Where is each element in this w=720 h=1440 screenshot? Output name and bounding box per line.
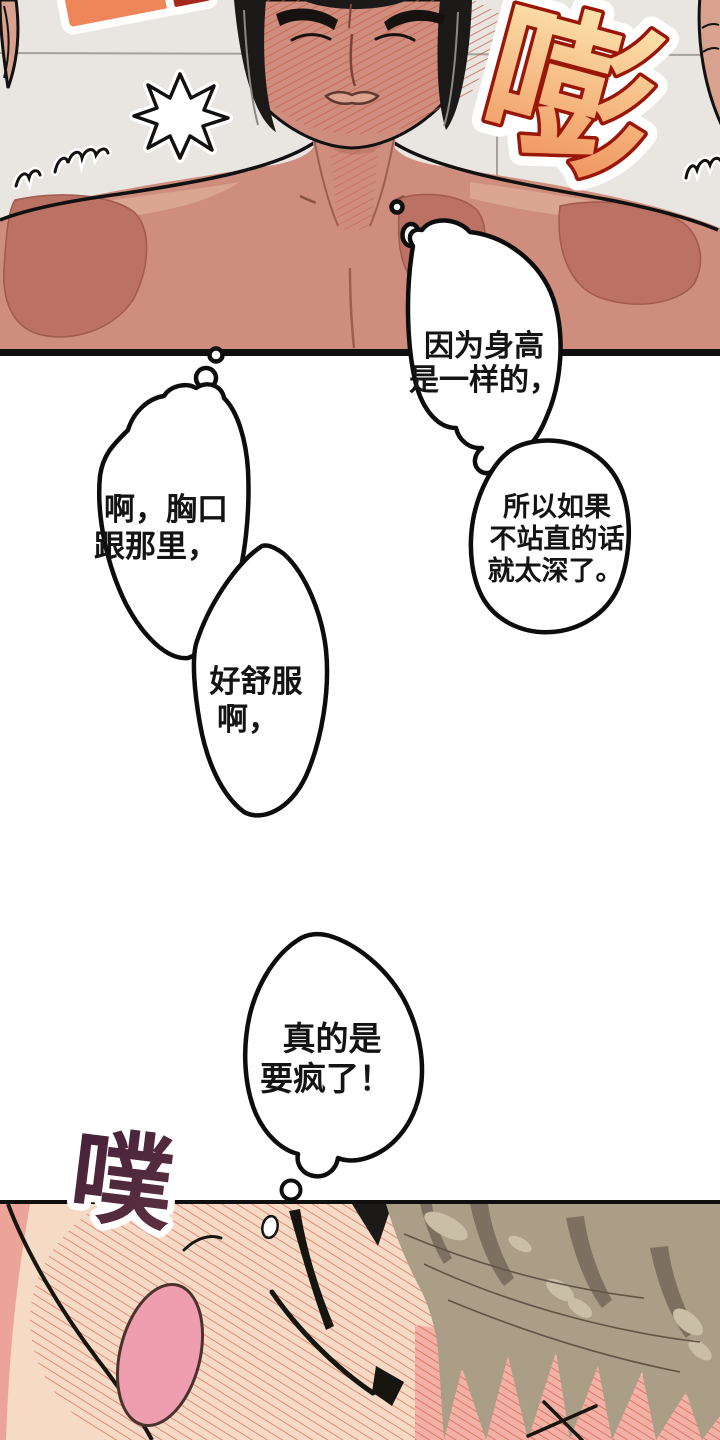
sfx-pu-casing: 噗 [64, 1116, 181, 1247]
thought-bubble-5 [242, 931, 425, 1179]
bubble-2-line-1: 啊，胸口 [104, 492, 228, 528]
eyebrow-left [276, 8, 338, 31]
pink-mark [115, 1282, 205, 1428]
bubble-1-line-2: 是一样的， [409, 363, 559, 398]
sfx-pu: 噗 噗 [57, 1109, 188, 1254]
bubble-2-line-2: 跟那里， [94, 529, 218, 565]
right-arm-fragment [697, 0, 720, 126]
right-hand-lines [701, 23, 720, 53]
x-mark [526, 1400, 598, 1440]
left-arm-line [3, 5, 10, 79]
trapezius-line-left [0, 138, 320, 222]
top-panel: 嘭 嘭 [0, 0, 720, 352]
sweat-drop [261, 1214, 279, 1240]
sparkle-star [129, 69, 233, 163]
bottom-panel [0, 1204, 720, 1440]
bottom-panel-border [0, 1200, 720, 1207]
hair-fringe [302, 0, 408, 9]
black-hair-wedge [372, 1366, 404, 1406]
bubble-4-line-1: 好舒服 [209, 664, 303, 700]
sfx-corner-fragment [56, 0, 218, 35]
neck-blush-hatching [330, 150, 378, 230]
brow-wrinkle [182, 1235, 223, 1252]
bubble-2-trail-dot-small [207, 346, 225, 364]
mouth-grimace [324, 90, 380, 105]
bubble-5-line-1: 真的是 [283, 1019, 382, 1058]
tremble-marks [12, 145, 720, 192]
black-hair-spike-1 [352, 1204, 392, 1246]
trapezius-line-right [388, 138, 719, 232]
bubble-5-line-2: 要疯了！ [260, 1059, 392, 1098]
bubble-4-line-2: 啊， [217, 702, 279, 738]
hair-gray-streaks [243, 9, 459, 127]
left-edge-blush [0, 1204, 30, 1440]
thought-bubble-4 [191, 543, 330, 818]
neck-shadow [318, 132, 390, 155]
top-panel-border [0, 349, 720, 356]
thought-bubbles [97, 199, 632, 1179]
bubble-3-line-3: 就太深了。 [488, 556, 623, 587]
brow-crease [348, 3, 352, 29]
bubble-3-line-2: 不站直的话 [490, 523, 625, 555]
closed-eye-lid [269, 1289, 376, 1396]
lash-strand [289, 1209, 334, 1330]
bubble-1-line-1: 因为身高 [424, 329, 544, 364]
tan-hair-light-patches [424, 1211, 712, 1361]
thought-bubble-3 [468, 438, 632, 635]
bubble-1-trail-dot-small [389, 199, 405, 215]
bubble-texts: 因为身高 是一样的， 啊，胸口 跟那里， 所以如果 不站直的话 就太深了。 好舒… [94, 329, 625, 1098]
nose-line [349, 33, 357, 87]
bubble-5-trail-dot [279, 1178, 303, 1202]
closed-eye-right [374, 33, 416, 42]
eyebrow-right [384, 9, 446, 31]
closed-eye-left [290, 33, 332, 42]
tan-hair [386, 1204, 720, 1440]
tan-hair-strand-lines [403, 1233, 701, 1373]
sfx-pu-text: 噗 [64, 1116, 181, 1247]
pec-patch-left [3, 194, 148, 338]
bubble-3-line-1: 所以如果 [503, 492, 611, 523]
